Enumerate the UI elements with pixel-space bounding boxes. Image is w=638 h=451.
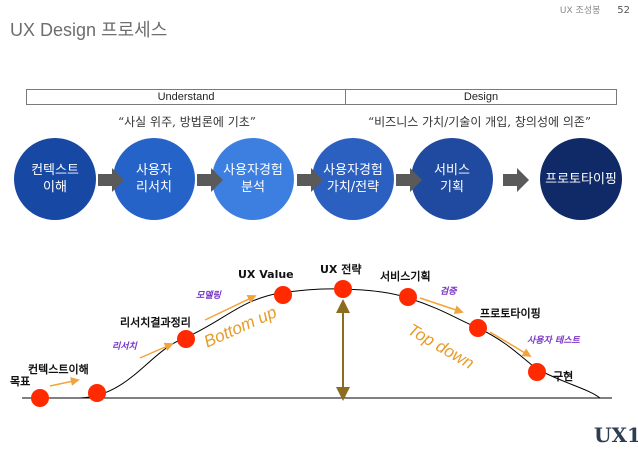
label-ux-strategy: UX 전략 <box>320 263 362 276</box>
milestone-dot <box>469 319 487 337</box>
label-implementation: 구현 <box>553 370 574 383</box>
transition-arrow <box>204 295 257 321</box>
step-ux-strategy: 사용자경험 가치/전략 <box>312 138 394 220</box>
chevron-right-icon <box>98 168 124 192</box>
label-ux-value: UX Value <box>238 268 294 281</box>
transition-research: 리서치 <box>112 342 137 352</box>
ux1-logo: UX1 <box>594 423 638 447</box>
transition-modeling: 모델링 <box>196 291 221 301</box>
milestone-dot <box>399 288 417 306</box>
milestone-dot <box>177 330 195 348</box>
step-context: 컨텍스트 이해 <box>14 138 96 220</box>
chevron-right-icon <box>396 168 422 192</box>
milestone-dot <box>88 384 106 402</box>
step-ux-analysis: 사용자경험 분석 <box>212 138 294 220</box>
phase-bar: Understand Design <box>26 89 617 105</box>
page-title: UX Design 프로세스 <box>10 20 168 40</box>
label-service-planning: 서비스기획 <box>380 270 431 283</box>
chevron-right-icon <box>297 168 323 192</box>
phase-design: Design <box>463 91 499 103</box>
page-header: UX 조성봉 52 <box>560 3 630 16</box>
transition-validation: 검증 <box>440 287 457 297</box>
label-goal: 목표 <box>10 375 31 388</box>
step-service-planning: 서비스 기획 <box>411 138 493 220</box>
label-research-summary: 리서치결과정리 <box>120 316 191 329</box>
milestone-dot <box>274 286 292 304</box>
quote-design: “비즈니스 가치/기술이 개입, 창의성에 의존” <box>368 115 592 129</box>
transition-arrow <box>139 342 174 359</box>
milestone-dot <box>334 280 352 298</box>
label-context: 컨텍스트이해 <box>28 363 89 376</box>
step-user-research: 사용자 리서치 <box>113 138 195 220</box>
page-number: 52 <box>617 5 630 16</box>
phase-understand: Understand <box>27 90 346 104</box>
transition-arrow <box>419 297 464 314</box>
label-prototyping: 프로토타이핑 <box>480 307 541 320</box>
chevron-right-icon <box>503 168 529 192</box>
transition-arrow <box>489 331 532 357</box>
quote-understand: “사실 위주, 방법론에 기초” <box>118 115 256 129</box>
step-prototyping: 프로토타이핑 <box>540 138 622 220</box>
author-label: UX 조성봉 <box>559 6 601 16</box>
transition-arrow <box>49 377 80 387</box>
milestone-dot <box>31 389 49 407</box>
milestone-dot <box>528 363 546 381</box>
transition-user-test: 사용자 테스트 <box>527 336 580 346</box>
chevron-right-icon <box>197 168 223 192</box>
